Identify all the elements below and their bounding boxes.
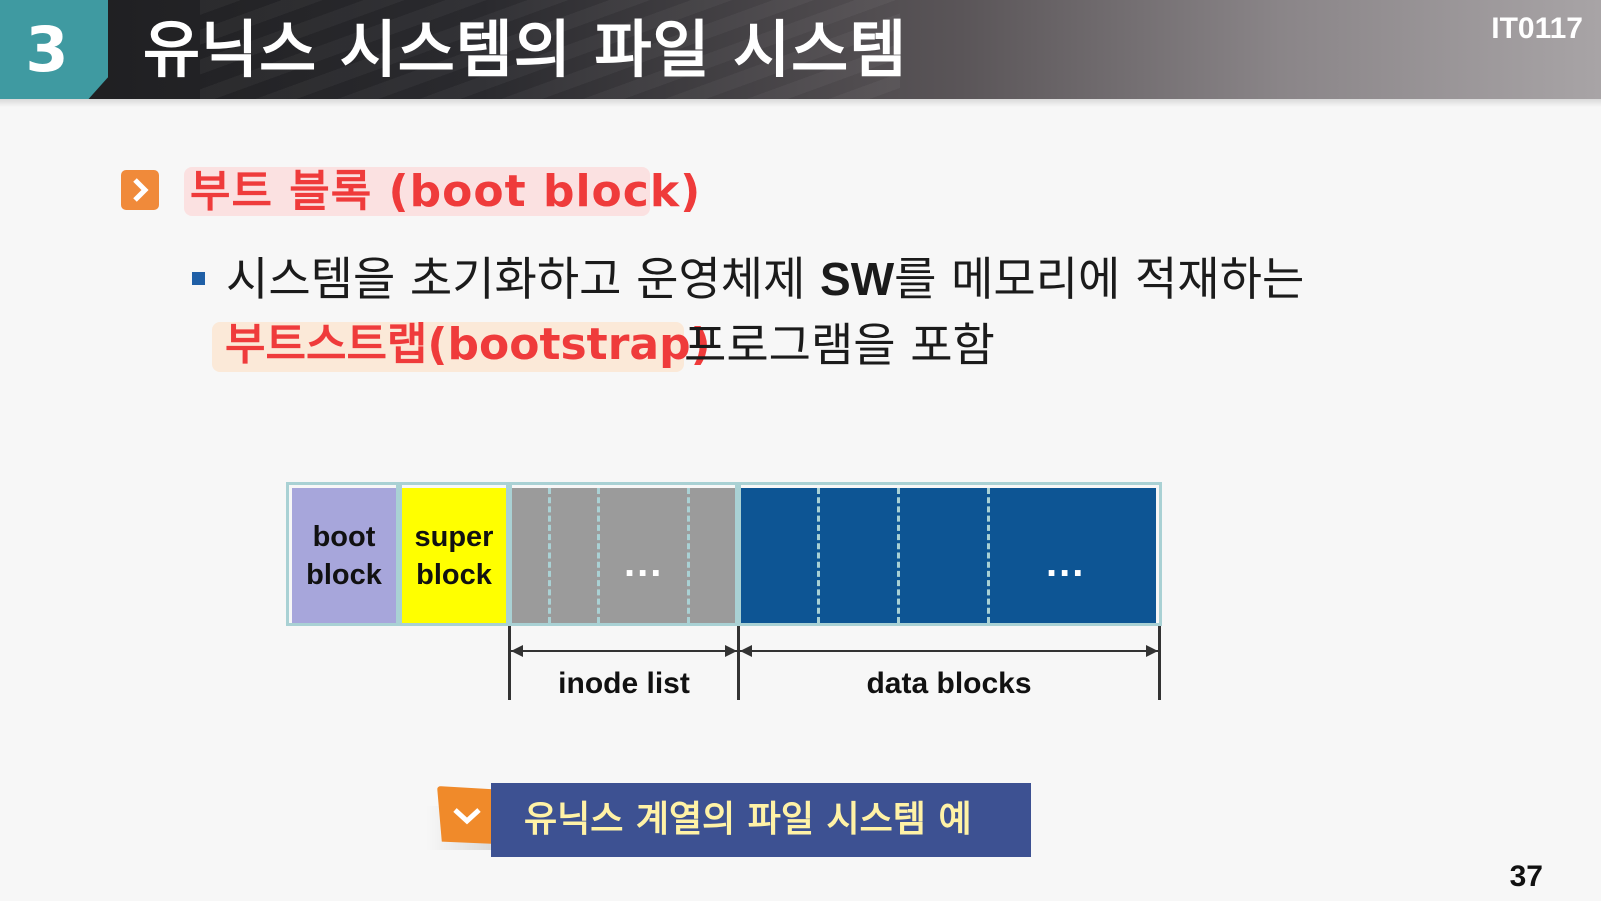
boot-block-label-line1: boot [312,520,376,553]
figure-caption: 유닉스 계열의 파일 시스템 예 [524,799,972,840]
bullet-text-line1: 시스템을 초기화하고 운영체제 SW를 메모리에 적재하는 [226,250,1304,308]
data-ellipsis: ... [1046,541,1086,585]
inode-divider [687,488,690,623]
bootstrap-term: 부트스트랩(bootstrap) [225,319,711,370]
boot-block-label-line2: block [306,558,382,591]
data-blocks-label: data blocks [866,667,1032,700]
inode-divider [548,488,551,623]
header-background-texture [200,0,900,99]
span-middle-line [737,626,740,700]
boot-block-cell: boot block [292,488,396,623]
cell-divider [735,485,741,623]
data-span-arrow-line [740,650,1158,652]
arrow-right-icon [1146,645,1158,657]
section-heading: 부트 블록 (boot block) [190,166,702,217]
page-title: 유닉스 시스템의 파일 시스템 [143,13,908,86]
data-span-right-line [1158,626,1161,700]
data-divider [897,488,900,623]
arrow-right-icon [725,645,737,657]
data-divider [817,488,820,623]
super-block-label-line2: block [416,558,492,591]
caption-box [491,783,1031,857]
sw-text: SW [820,253,895,305]
cell-divider [396,485,402,623]
heading-highlight [184,167,650,216]
check-icon [437,786,497,844]
section-number-badge: 3 [0,0,108,99]
super-block-cell: super block [402,488,506,623]
data-divider [987,488,990,623]
inode-ellipsis: ... [624,541,664,585]
header-shadow [0,99,1601,107]
bullet-text-part: 를 메모리에 적재하는 [894,252,1305,306]
super-block-label-line1: super [414,520,494,553]
arrow-left-icon [740,645,752,657]
inode-divider [597,488,600,623]
page-number: 37 [1509,860,1543,893]
bullet-square-icon [192,272,205,285]
arrow-left-icon [511,645,523,657]
file-system-diagram: boot block super block ... ... [286,482,1162,626]
bullet-text-line2: 프로그램을 포함 [684,318,995,372]
course-code: IT0117 [1491,12,1583,45]
inode-span-left-line [508,626,511,700]
bullet-text-part: 시스템을 초기화하고 운영체제 [226,252,821,306]
inode-span-arrow-line [511,650,737,652]
inode-list-label: inode list [558,667,690,700]
slide-header [0,0,1601,99]
chevron-right-icon [121,170,159,210]
cell-divider [506,485,512,623]
data-blocks-cell [741,488,1156,623]
term-highlight [212,322,684,372]
